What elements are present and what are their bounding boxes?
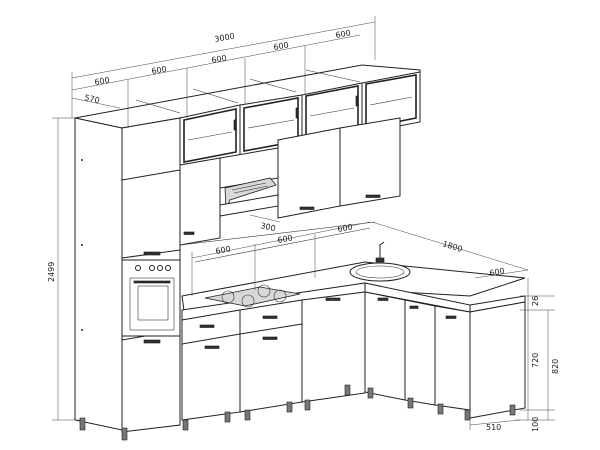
dim-counter-2: 600 [277, 233, 294, 245]
faucet [379, 241, 385, 262]
burner [241, 294, 255, 308]
oven-door [129, 277, 175, 331]
mid-cabinet-4 [339, 117, 401, 207]
leg [182, 419, 189, 431]
dimension-labels: 3000 600 600 600 600 600 570 2499 300 60… [47, 28, 560, 432]
burner [257, 284, 271, 298]
leg [344, 384, 351, 396]
dim-upper-3: 600 [211, 53, 228, 65]
dim-upper-5: 600 [335, 28, 352, 40]
dim-corner-length: 1800 [441, 239, 463, 254]
corner-end-side [469, 301, 526, 419]
dimension-lines [52, 16, 555, 430]
corner-cabinet-2 [404, 299, 436, 406]
corner-cabinet-1 [364, 291, 406, 401]
tall-handle [143, 251, 161, 256]
dim-upper-4: 600 [273, 40, 290, 52]
burner [221, 290, 235, 304]
oven [121, 259, 181, 337]
tall-handle [143, 339, 161, 344]
upper-handle [355, 95, 359, 107]
mid-cabinet-1 [179, 157, 221, 246]
dim-base-height: 820 [551, 359, 560, 374]
dim-counter-1: 600 [215, 244, 232, 256]
leg [79, 417, 86, 431]
mid-upper-cabinets [179, 117, 401, 246]
leg [244, 409, 251, 421]
leg [224, 411, 231, 423]
dim-total-height: 2499 [47, 262, 56, 282]
dim-total-width: 3000 [214, 32, 236, 44]
leg [304, 399, 311, 411]
dim-base-depth: 510 [486, 423, 501, 432]
base-cabinet-3 [301, 291, 366, 403]
oven-knob [135, 265, 141, 271]
leg [407, 397, 414, 409]
dim-corner-depth: 600 [489, 266, 506, 278]
dim-upper-depth: 570 [84, 93, 101, 105]
leg [437, 403, 444, 415]
oven-knob [157, 265, 163, 271]
dim-hood-depth: 300 [260, 221, 277, 233]
dim-top-thickness: 26 [531, 296, 540, 306]
mid-cabinet-3 [277, 127, 341, 219]
dim-upper-1: 600 [94, 75, 111, 87]
tall-column-side [74, 117, 123, 431]
corner-cabinet-3 [434, 305, 471, 411]
base-cabinets [181, 291, 526, 431]
upper-handle [295, 107, 299, 119]
leg [509, 404, 516, 416]
dim-counter-3: 600 [337, 222, 354, 234]
leg [464, 409, 471, 421]
burner [273, 289, 287, 303]
tall-column [74, 117, 181, 441]
leg [367, 387, 374, 399]
oven-knob [165, 265, 171, 271]
dim-cabinet-height: 720 [531, 353, 540, 368]
leg [121, 427, 128, 441]
upper-handle [233, 119, 237, 131]
hob [204, 286, 301, 307]
leg [286, 401, 293, 413]
dim-upper-2: 600 [151, 64, 168, 76]
dim-leg-height: 100 [531, 417, 540, 432]
oven-knob [149, 265, 155, 271]
